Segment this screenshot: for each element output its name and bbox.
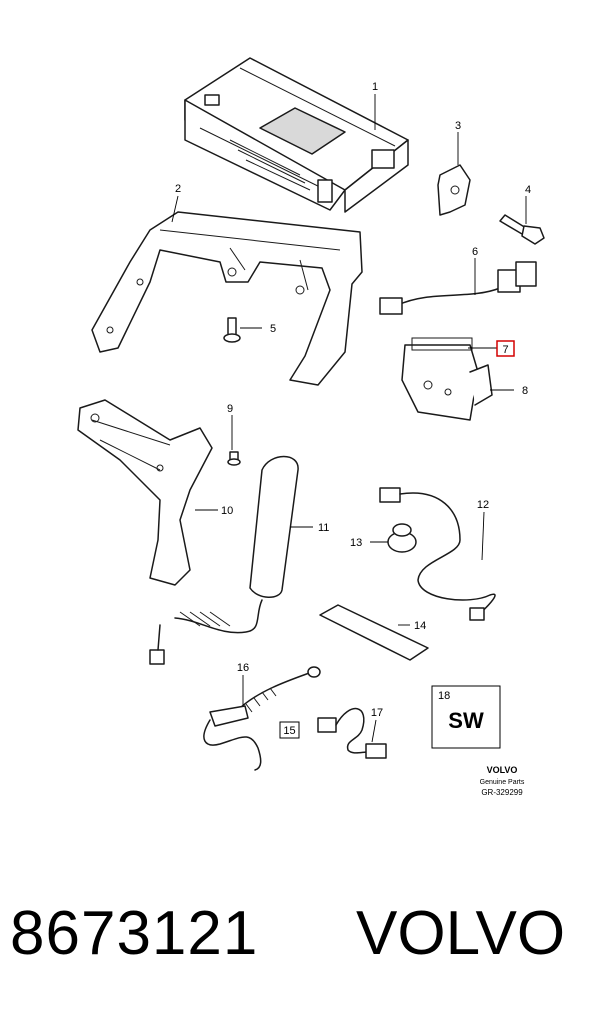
part-clip-bracket <box>437 164 471 216</box>
part-adhesive-pad <box>319 604 429 661</box>
reference-code: GR-329299 <box>481 788 523 797</box>
callout-13: 13 <box>350 537 362 549</box>
callout-18: 18 <box>438 690 450 702</box>
callout-6: 6 <box>472 246 478 258</box>
callout-3: 3 <box>455 120 461 132</box>
part-grommet <box>387 523 417 553</box>
callout-9: 9 <box>227 403 233 415</box>
leader-12 <box>481 511 485 561</box>
callout-4: 4 <box>525 184 531 196</box>
software-label: SW <box>448 708 484 733</box>
callout-10: 10 <box>221 505 233 517</box>
callout-5: 5 <box>270 323 276 335</box>
software-box <box>431 685 501 749</box>
box-15 <box>279 721 300 739</box>
callout-2: 2 <box>175 183 181 195</box>
genuine-parts-label: Genuine Parts <box>480 779 525 786</box>
highlight-box-7 <box>496 340 515 357</box>
part-number: 8673121 <box>10 899 259 968</box>
part-handset-holder <box>77 399 213 586</box>
leader-17 <box>371 719 377 743</box>
exploded-parts-diagram: 1 2 3 4 5 6 <box>77 57 545 797</box>
callout-11: 11 <box>318 522 329 534</box>
part-screw <box>223 317 241 343</box>
callout-14: 14 <box>414 620 426 632</box>
part-handset <box>149 455 299 665</box>
callout-12: 12 <box>477 499 489 511</box>
callout-16: 16 <box>237 662 249 674</box>
part-cradle <box>401 337 493 421</box>
callout-7: 7 <box>502 344 508 356</box>
part-bolt <box>499 214 545 245</box>
part-cable-plug <box>317 707 387 759</box>
part-small-screw <box>227 451 241 466</box>
part-cable-loop <box>379 487 496 621</box>
callout-17: 17 <box>371 707 383 719</box>
part-cable-harness <box>379 261 537 315</box>
callout-8: 8 <box>522 385 528 397</box>
part-microphone <box>203 666 321 771</box>
brand-small: VOLVO <box>487 765 518 775</box>
brand-name: VOLVO <box>356 899 566 968</box>
part-control-module <box>184 57 409 213</box>
leader-2 <box>171 195 179 223</box>
callout-1: 1 <box>372 81 378 93</box>
part-bracket <box>91 211 363 386</box>
callout-15: 15 <box>283 725 295 737</box>
